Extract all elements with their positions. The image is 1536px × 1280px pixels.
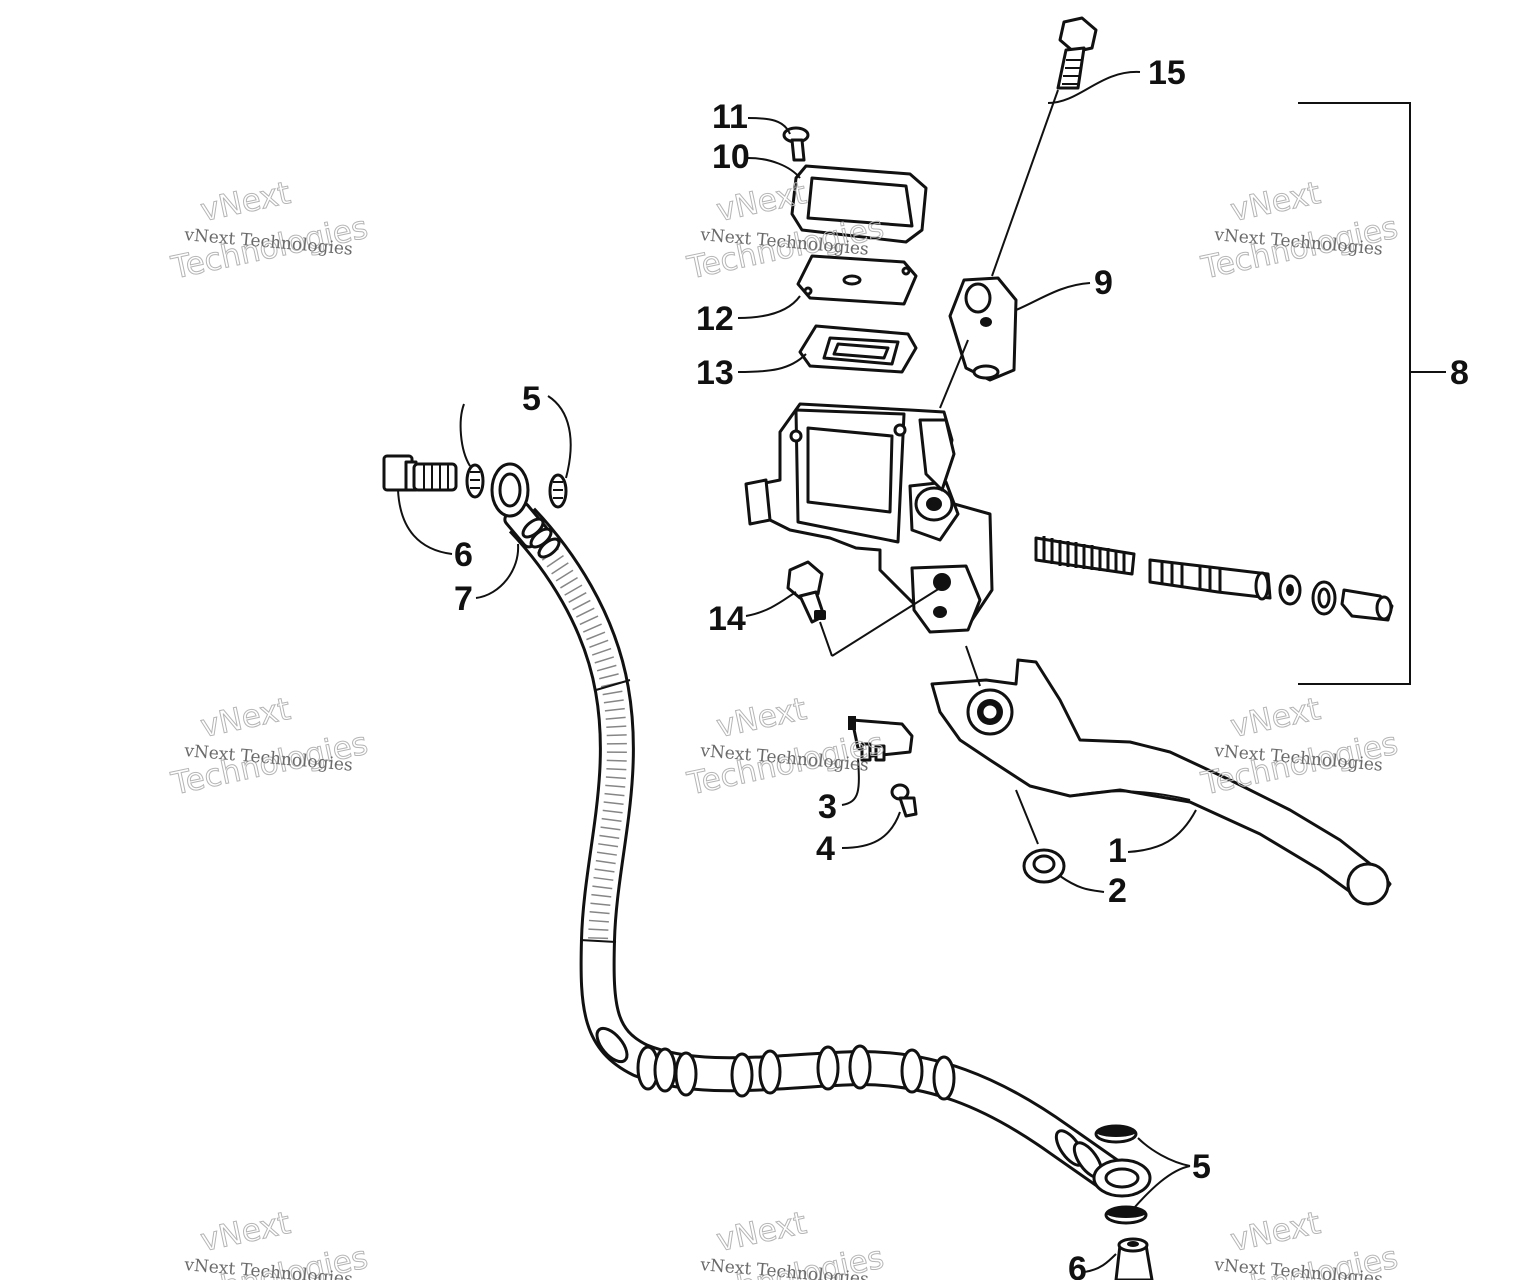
callout-6-lower: 6: [1068, 1250, 1087, 1280]
callout-4: 4: [816, 830, 835, 868]
watermark-4: vNext Technologies: [167, 691, 371, 803]
piston-spring: [1034, 536, 1136, 576]
lower-banjo-fitting: [1092, 1158, 1152, 1198]
callout-labels: 1 2 3 4 5 5 6 6 7 8 9 10 11 12 13 14 15: [454, 54, 1469, 1280]
brake-hose: [490, 462, 1152, 1198]
callout-5-lower: 5: [1192, 1148, 1211, 1186]
handlebar-clamp: [948, 276, 1018, 382]
piston-boot: [1340, 588, 1394, 622]
leader-clamp-body: [939, 339, 969, 409]
callout-1: 1: [1108, 832, 1127, 870]
svg-text:vNext: vNext: [1227, 691, 1323, 745]
callout-3: 3: [818, 788, 837, 826]
callout-7: 7: [454, 580, 473, 618]
svg-text:vNext: vNext: [1227, 1205, 1323, 1259]
piston-washer: [1278, 574, 1302, 606]
piston: [1148, 558, 1272, 601]
callout-10: 10: [712, 138, 750, 176]
clamp-bolt: [991, 16, 1098, 277]
svg-text:vNext: vNext: [1227, 175, 1323, 229]
watermark-3: vNext Technologies: [1197, 175, 1401, 287]
callout-15: 15: [1148, 54, 1186, 92]
svg-text:vNext: vNext: [197, 691, 293, 745]
bleeder-screw: [786, 560, 941, 657]
watermark-6: vNext Technologies: [1197, 691, 1401, 803]
leader-lever-pivot: [965, 645, 981, 687]
reservoir-plate: [796, 254, 918, 306]
callout-9: 9: [1094, 264, 1113, 302]
svg-text:vNext: vNext: [713, 691, 809, 745]
sealing-washer-upper-right: [548, 473, 568, 509]
callout-8: 8: [1450, 354, 1469, 392]
reservoir-cap: [790, 164, 928, 244]
svg-text:vNext: vNext: [197, 1205, 293, 1259]
brake-light-switch: [848, 716, 914, 762]
sealing-washer-lower-bottom: [1104, 1205, 1148, 1225]
callout-2: 2: [1108, 872, 1127, 910]
leader-lever-bushing: [1015, 789, 1039, 845]
callout-12: 12: [696, 300, 734, 338]
banjo-bolt-lower: [1114, 1237, 1154, 1280]
svg-text:vNext: vNext: [197, 175, 293, 229]
callout-5-upper: 5: [522, 380, 541, 418]
banjo-bolt-upper: [382, 454, 458, 492]
callout-13: 13: [696, 354, 734, 392]
piston-circlip: [1311, 580, 1337, 616]
upper-banjo-fitting: [490, 462, 561, 559]
master-cylinder-body: [744, 402, 994, 634]
pivot-bushing: [1022, 848, 1066, 884]
leader-lines: [397, 70, 1197, 1273]
watermarks: vNext Technologies vNext Technologies vN…: [167, 175, 1401, 1280]
switch-screw: [890, 783, 918, 818]
reservoir-diaphragm: [798, 324, 918, 374]
sealing-washer-upper-left: [465, 463, 485, 499]
reservoir-screw: [782, 126, 810, 162]
callout-6-upper: 6: [454, 536, 473, 574]
brake-lever: [930, 658, 1392, 906]
watermark-5: vNext Technologies: [683, 691, 887, 803]
callout-14: 14: [708, 600, 746, 638]
callout-11: 11: [712, 98, 748, 136]
assembly-bracket: [1298, 102, 1411, 685]
svg-text:vNext: vNext: [713, 1205, 809, 1259]
watermark-1: vNext Technologies: [167, 175, 371, 287]
sealing-washer-lower-top: [1094, 1124, 1138, 1144]
